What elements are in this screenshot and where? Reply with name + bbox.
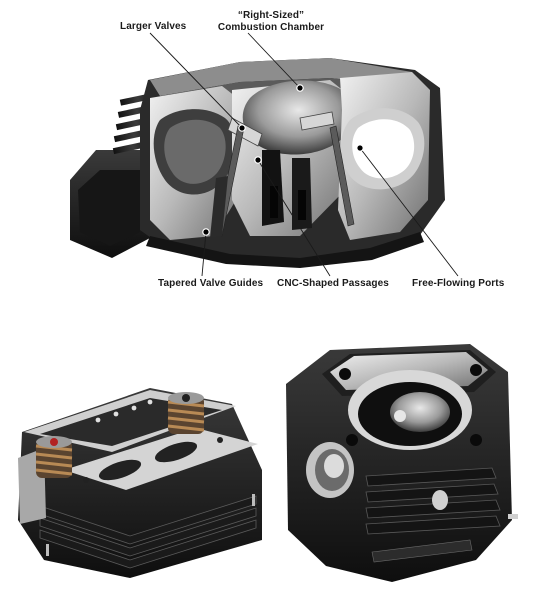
valve-spring-left	[35, 436, 73, 478]
callout-leaders	[149, 32, 459, 277]
cylinder-head-combustion-side-photo	[286, 344, 518, 582]
label-cnc-shaped-passages: CNC-Shaped Passages	[277, 278, 389, 289]
label-combustion-chamber: “Right-Sized” Combustion Chamber	[212, 10, 330, 34]
cutaway-cylinder-head-photo	[70, 58, 445, 268]
valve-right	[299, 111, 355, 227]
callout-dots	[202, 84, 364, 236]
label-combustion-chamber-line: Combustion Chamber	[217, 22, 325, 33]
dot-ports	[356, 144, 364, 152]
dot-cnc	[254, 156, 262, 164]
label-free-flowing-ports: Free-Flowing Ports	[412, 278, 505, 289]
valve-spring-right	[167, 392, 205, 434]
dot-tapered	[202, 228, 210, 236]
dot-larger-valves	[238, 124, 246, 132]
label-larger-valves: Larger Valves	[120, 21, 187, 32]
dot-chamber	[296, 84, 304, 92]
label-right-sized: “Right-Sized”	[237, 10, 305, 21]
cylinder-head-with-valve-springs-photo	[18, 388, 262, 578]
label-tapered-valve-guides: Tapered Valve Guides	[158, 278, 264, 289]
